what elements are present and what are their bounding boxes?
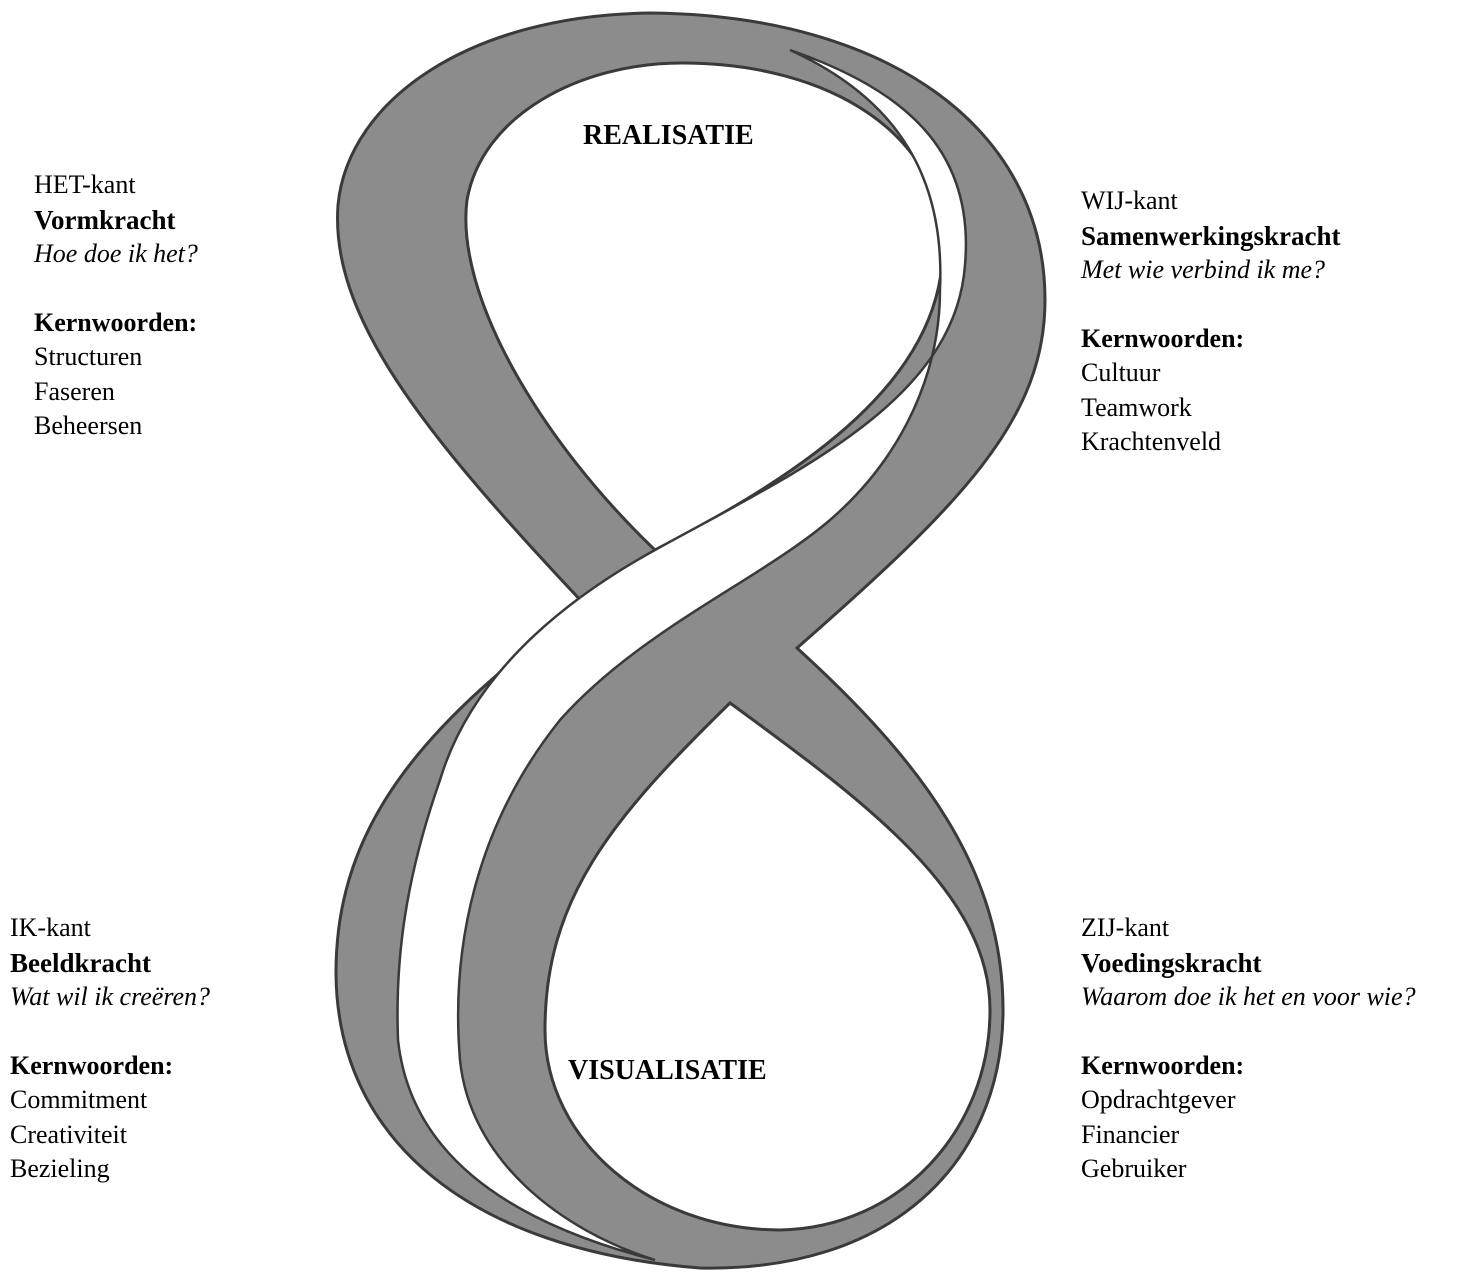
- side-name: ZIJ-kant: [1081, 913, 1170, 942]
- zij-kant-block: ZIJ-kant Voedingskracht Waarom doe ik he…: [1081, 911, 1416, 1187]
- keyword: Beheersen: [34, 411, 143, 440]
- realisatie-label: REALISATIE: [583, 120, 754, 151]
- guiding-question: Wat wil ik creëren?: [10, 982, 211, 1011]
- side-name: WIJ-kant: [1081, 186, 1178, 215]
- keyword: Opdrachtgever: [1081, 1085, 1236, 1114]
- force-name: Samenwerkingskracht: [1081, 220, 1341, 251]
- keyword: Structuren: [34, 342, 143, 371]
- guiding-question: Waarom doe ik het en voor wie?: [1081, 982, 1416, 1011]
- visualisatie-label: VISUALISATIE: [568, 1055, 767, 1086]
- force-name: Voedingskracht: [1081, 947, 1262, 978]
- force-name: Vormkracht: [34, 204, 176, 235]
- keyword: Krachtenveld: [1081, 427, 1222, 456]
- keyword: Financier: [1081, 1119, 1180, 1149]
- wij-kant-block: WIJ-kant Samenwerkingskracht Met wie ver…: [1081, 184, 1341, 460]
- force-name: Beeldkracht: [10, 947, 151, 978]
- ik-kant-block: IK-kant Beeldkracht Wat wil ik creëren? …: [10, 911, 210, 1187]
- keywords-heading: Kernwoorden:: [34, 307, 198, 337]
- keyword: Faseren: [34, 376, 115, 406]
- side-name: IK-kant: [10, 913, 91, 942]
- keywords-heading: Kernwoorden:: [1081, 1050, 1245, 1080]
- keyword: Creativiteit: [10, 1119, 127, 1149]
- keyword: Gebruiker: [1081, 1154, 1187, 1183]
- guiding-question: Hoe doe ik het?: [34, 239, 198, 268]
- keywords-heading: Kernwoorden:: [10, 1050, 174, 1080]
- crossing-ribbon: [396, 48, 968, 1262]
- keyword: Cultuur: [1081, 358, 1161, 387]
- het-kant-block: HET-kant Vormkracht Hoe doe ik het? Kern…: [34, 168, 198, 444]
- keyword: Commitment: [10, 1085, 148, 1114]
- keyword: Bezieling: [10, 1154, 110, 1183]
- side-name: HET-kant: [34, 170, 136, 199]
- guiding-question: Met wie verbind ik me?: [1081, 255, 1326, 284]
- keywords-heading: Kernwoorden:: [1081, 323, 1245, 353]
- keyword: Teamwork: [1081, 392, 1192, 422]
